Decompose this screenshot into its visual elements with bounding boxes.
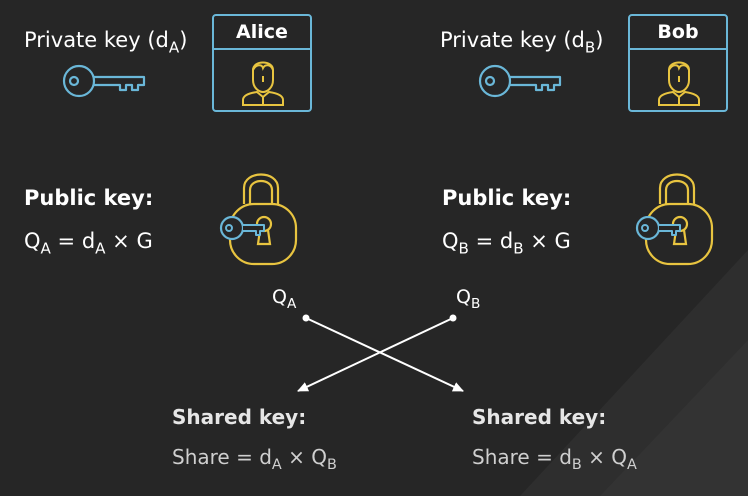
arrow-qa-to-bob bbox=[302, 314, 464, 392]
exchange-label-qa: QA bbox=[272, 286, 297, 312]
alice-shared-key-title: Shared key: bbox=[172, 405, 307, 429]
arrow-qb-to-alice bbox=[297, 314, 457, 392]
alice-key-icon bbox=[62, 64, 146, 98]
bob-key-icon bbox=[478, 64, 562, 98]
bob-public-key-formula: QB = dB × G bbox=[442, 229, 571, 258]
alice-private-key-label: Private key (dA) bbox=[24, 28, 188, 57]
alice-shared-key-formula: Share = dA × QB bbox=[172, 445, 337, 474]
bob-shared-key-formula: Share = dB × QA bbox=[472, 445, 637, 474]
bob-name: Bob bbox=[630, 16, 726, 50]
bob-shared-key-title: Shared key: bbox=[472, 405, 607, 429]
alice-public-key-formula: QA = dA × G bbox=[24, 229, 153, 258]
alice-padlock-icon bbox=[219, 173, 298, 266]
bob-card: Bob bbox=[628, 14, 728, 112]
bob-public-key-title: Public key: bbox=[442, 186, 572, 210]
alice-public-key-title: Public key: bbox=[24, 186, 154, 210]
bob-padlock-icon bbox=[635, 173, 714, 266]
person-icon bbox=[242, 61, 284, 106]
exchange-label-qb: QB bbox=[456, 286, 481, 312]
bob-private-key-label: Private key (dB) bbox=[440, 28, 604, 57]
alice-name: Alice bbox=[214, 16, 310, 50]
alice-card: Alice bbox=[212, 14, 312, 112]
person-icon bbox=[658, 61, 700, 106]
